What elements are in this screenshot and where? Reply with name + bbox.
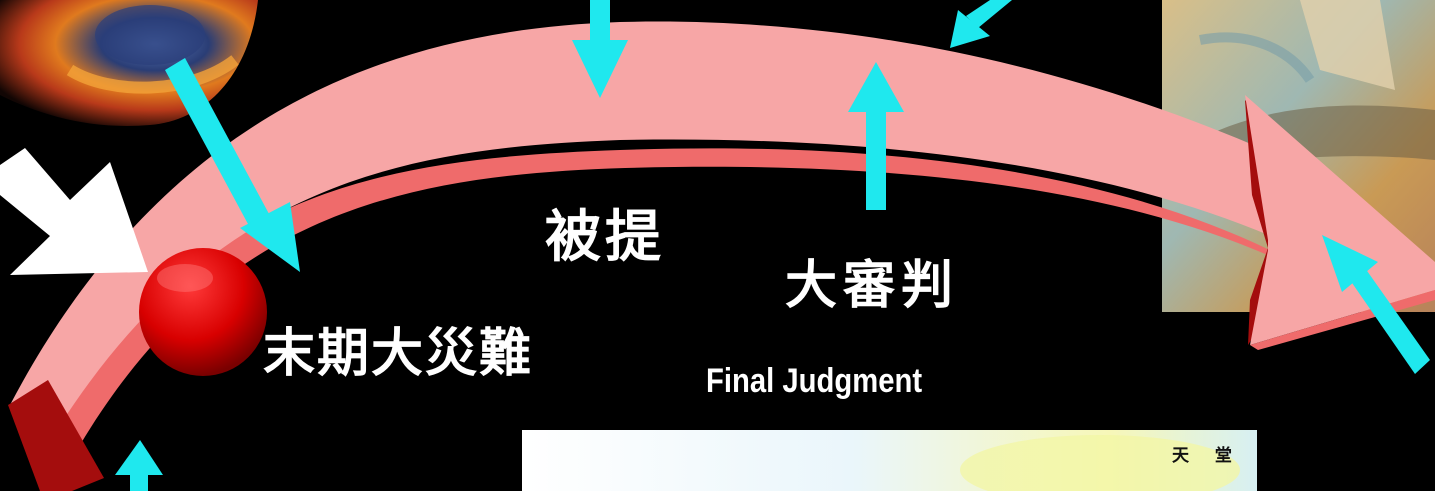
arrow-up-judgment xyxy=(848,62,904,210)
final-judgment-label: Final Judgment xyxy=(706,362,923,400)
arrow-up-bottom-left xyxy=(115,440,163,491)
timeline-band-start-cap xyxy=(8,380,104,491)
timeline-band xyxy=(10,21,1280,426)
arrow-down-rapture xyxy=(572,0,628,98)
arrow-down-right-left xyxy=(165,58,300,272)
great-judgment-label: 大審判 xyxy=(785,256,960,316)
arrow-down-left-top xyxy=(950,0,1012,48)
heaven-label: 天 堂 xyxy=(1172,446,1242,466)
heaven-image xyxy=(522,430,1257,491)
timeline-arrowhead xyxy=(1245,95,1435,345)
present-marker xyxy=(139,248,267,376)
rapture-label: 被提 xyxy=(545,205,665,270)
white-arrow xyxy=(0,148,148,275)
arrow-up-left-right xyxy=(1322,235,1430,374)
cyan-arrows xyxy=(115,0,1430,491)
tribulation-label: 末期大災難 xyxy=(263,324,534,384)
nebula-image xyxy=(0,0,258,126)
